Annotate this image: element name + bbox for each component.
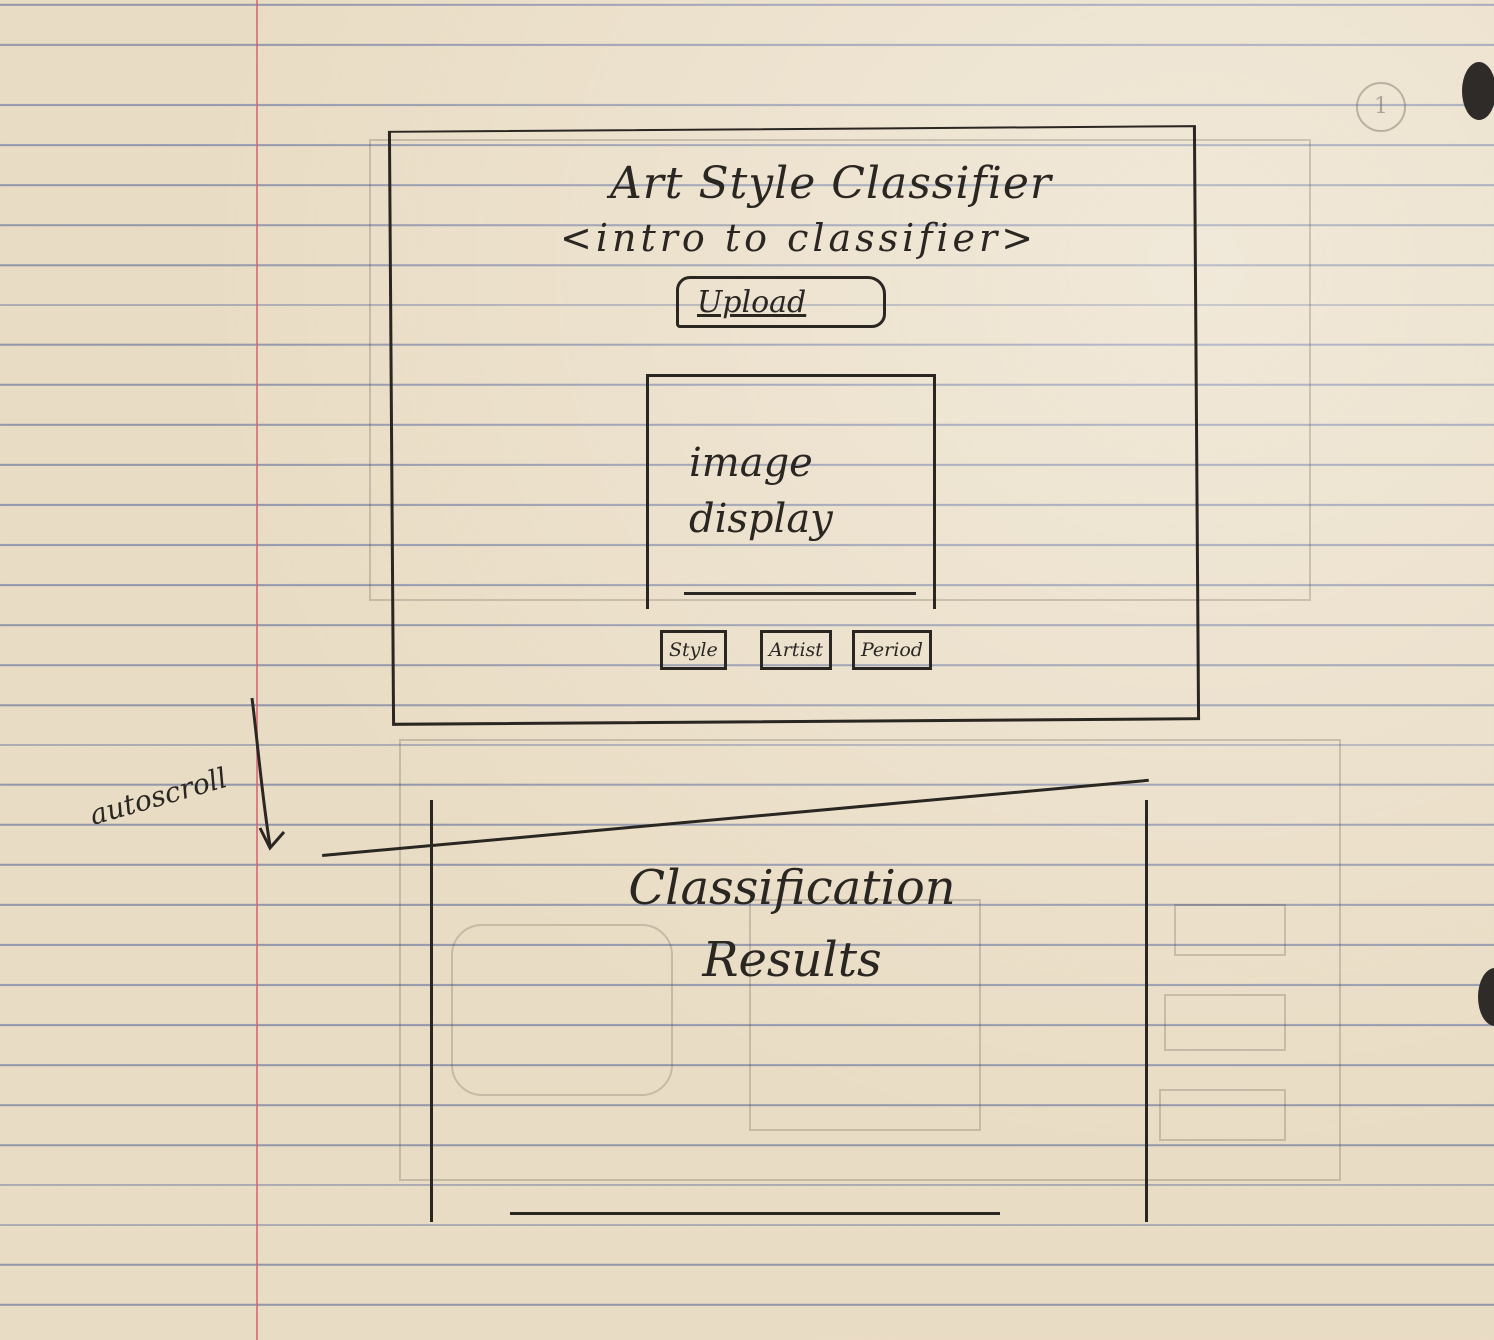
- autoscroll-arrow-icon: [250, 697, 286, 851]
- app-title: Art Style Classifier: [610, 158, 1052, 209]
- binder-hole-middle: [1478, 968, 1494, 1026]
- binder-hole-top: [1462, 62, 1494, 120]
- results-frame-bottom-line: [510, 1212, 1000, 1215]
- style-button[interactable]: Style: [660, 630, 727, 670]
- period-button[interactable]: Period: [852, 630, 932, 670]
- upload-button[interactable]: Upload: [676, 276, 886, 328]
- image-display-label: image display: [689, 440, 833, 542]
- page-number: 1: [1356, 82, 1406, 132]
- results-screen-frame: [430, 800, 1148, 1222]
- results-title: Classification Results: [628, 860, 956, 988]
- artist-button[interactable]: Artist: [760, 630, 832, 670]
- intro-text: <intro to classifier>: [560, 216, 1038, 260]
- image-display-panel: image display: [646, 374, 936, 609]
- notebook-margin-line: [256, 0, 258, 1340]
- upload-button-label: Upload: [697, 284, 807, 320]
- image-display-bottom-line: [684, 592, 916, 595]
